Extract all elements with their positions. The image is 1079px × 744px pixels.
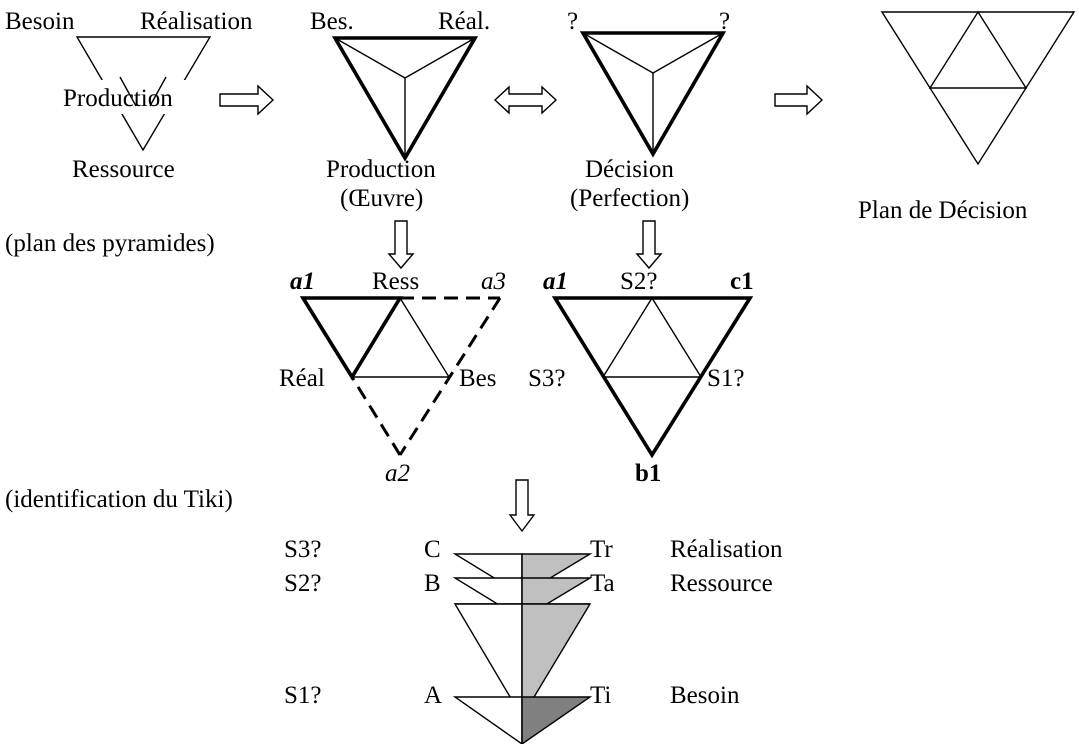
label-bes: Bes. xyxy=(310,8,354,35)
label-production-center: Production xyxy=(63,85,173,112)
section-plan-des-pyramides: (plan des pyramides) xyxy=(5,230,215,257)
label-a3: a3 xyxy=(481,268,506,295)
label-a: A xyxy=(424,682,442,709)
pyramid-decision: ? ? Décision (Perfection) xyxy=(567,8,730,212)
label-bes: Bes xyxy=(459,365,497,392)
label-a2: a2 xyxy=(385,460,410,487)
label-a1: a1 xyxy=(543,268,568,295)
label-oeuvre: (Œuvre) xyxy=(340,185,423,212)
plan-de-decision: Plan de Décision xyxy=(858,10,1076,224)
arrow-double-icon xyxy=(493,85,558,115)
label-question-right: ? xyxy=(719,8,730,35)
pyramid-production: Bes. Réal. Production (Œuvre) xyxy=(310,8,490,212)
label-ressource: Ressource xyxy=(72,156,175,183)
triangle-edge-over xyxy=(149,76,167,107)
tiki-row-besoin: S1? A Ti Besoin xyxy=(284,682,740,709)
tiki-row-ressource: S2? B Ta Ressource xyxy=(284,570,773,597)
pyramid-plan-left: a1 Ress a3 Réal Bes a2 xyxy=(279,268,506,487)
pyramid-outline xyxy=(331,36,479,162)
label-ta: Ta xyxy=(590,570,615,597)
label-b: B xyxy=(424,570,441,597)
label-real: Réal. xyxy=(438,8,490,35)
section-identification-du-tiki: (identification du Tiki) xyxy=(5,486,233,513)
label-decision: Décision xyxy=(585,156,674,183)
label-ressource: Ressource xyxy=(670,570,773,597)
arrow-right-icon xyxy=(774,84,824,116)
triangle-edge-over xyxy=(119,76,137,107)
label-perfection: (Perfection) xyxy=(570,185,689,212)
label-realisation: Réalisation xyxy=(670,536,783,563)
label-s2: S2? xyxy=(284,570,322,597)
arrow-right-icon xyxy=(219,84,275,116)
label-ress: Ress xyxy=(372,268,419,295)
label-besoin: Besoin xyxy=(5,8,75,35)
label-question-left: ? xyxy=(567,8,578,35)
label-s1: S1? xyxy=(284,682,322,709)
label-c1: c1 xyxy=(730,268,754,295)
label-s2: S2? xyxy=(620,268,658,295)
arrow-down-icon xyxy=(635,220,663,270)
label-s3: S3? xyxy=(528,365,566,392)
tiki-row-realisation: S3? C Tr Réalisation xyxy=(284,536,783,563)
label-production: Production xyxy=(326,156,436,183)
label-ti: Ti xyxy=(590,682,611,709)
pyramid-plan-right: a1 S2? c1 S3? S1? b1 xyxy=(528,268,754,487)
label-s1: S1? xyxy=(707,365,745,392)
label-realisation: Réalisation xyxy=(140,8,253,35)
arrow-down-icon xyxy=(387,220,415,270)
pyramid-outline xyxy=(579,31,727,158)
tiki-figure xyxy=(452,553,593,744)
label-c: C xyxy=(424,536,441,563)
label-a1: a1 xyxy=(290,268,315,295)
label-real: Réal xyxy=(279,365,325,392)
label-b1: b1 xyxy=(635,460,661,487)
thick-triangle xyxy=(299,296,404,381)
label-besoin: Besoin xyxy=(670,682,740,709)
arrow-down-icon xyxy=(508,479,536,533)
label-s3: S3? xyxy=(284,536,322,563)
label-tr: Tr xyxy=(590,536,613,563)
label-mask xyxy=(94,80,192,114)
label-plan-de-decision: Plan de Décision xyxy=(858,197,1028,224)
triangle-production-basic: Besoin Réalisation Production Ressource xyxy=(5,8,253,183)
